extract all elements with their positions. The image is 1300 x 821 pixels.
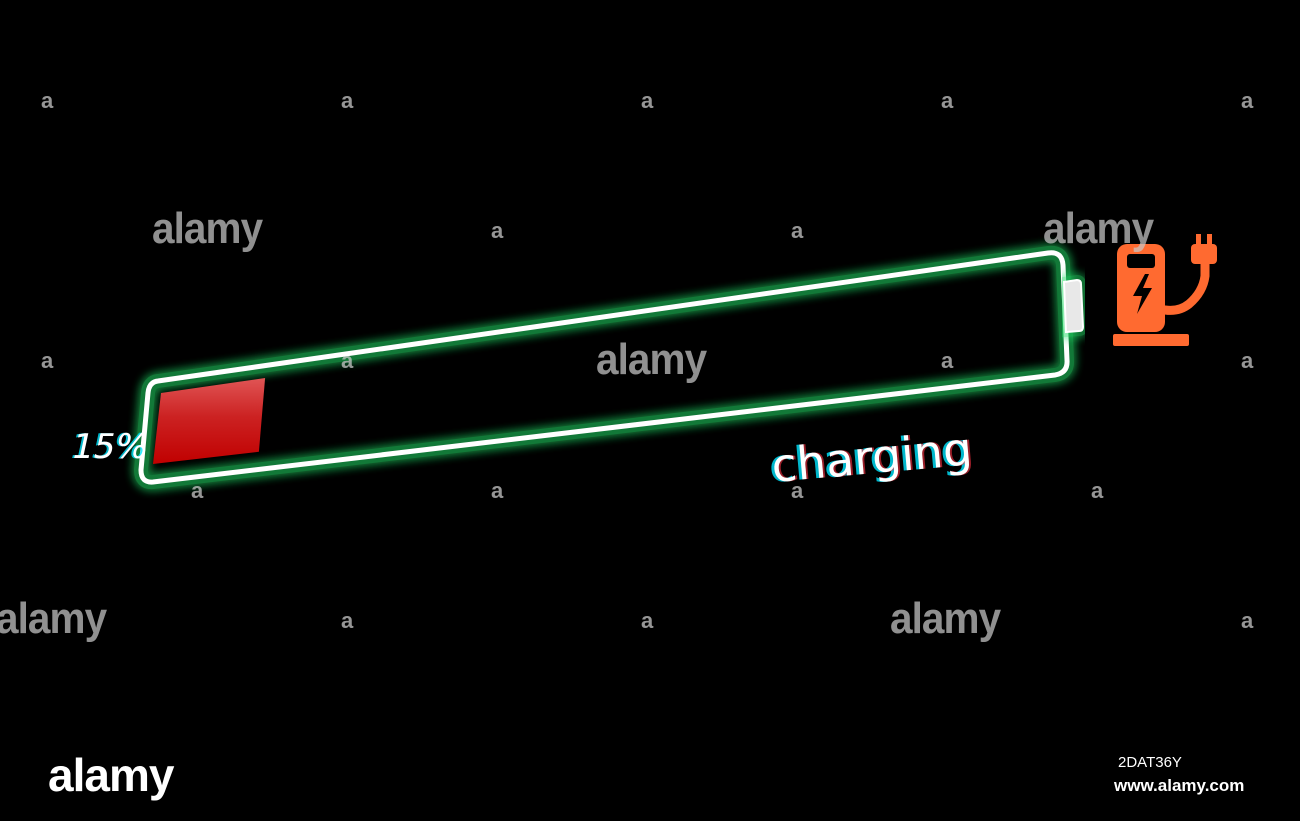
watermark-mark: a (341, 348, 354, 373)
watermark-alamy: alamy (1043, 204, 1154, 253)
watermark-mark: a (41, 88, 54, 113)
watermark-mark: a (491, 218, 504, 243)
watermark-mark: a (41, 348, 54, 373)
watermark-mark: a (341, 88, 354, 113)
watermark-mark: a (1241, 608, 1254, 633)
alamy-logo: alamy (48, 749, 174, 801)
watermark-mark: a (941, 348, 954, 373)
watermark-alamy: alamy (596, 335, 707, 384)
watermark-mark: a (1241, 348, 1254, 373)
stock-url: www.alamy.com (1114, 776, 1245, 795)
battery-outline (138, 250, 1070, 485)
watermark-mark: a (341, 608, 354, 633)
ev-charger-icon (1113, 234, 1217, 346)
watermark-mark: a (191, 478, 204, 503)
watermark-mark: a (1241, 88, 1254, 113)
watermark-alamy: alamy (890, 594, 1001, 643)
battery-charge-fill (153, 378, 266, 464)
watermark-mark: a (941, 88, 954, 113)
watermark-alamy: alamy (0, 594, 107, 643)
stock-image-id: 2DAT36Y (1118, 754, 1182, 771)
battery-tip-body (1062, 278, 1085, 334)
watermark-mark: a (641, 88, 654, 113)
watermark-alamy: alamy (152, 204, 263, 253)
watermark-mark: a (791, 218, 804, 243)
watermark-mark: a (641, 608, 654, 633)
watermark-mark: a (491, 478, 504, 503)
watermark-mark: a (791, 478, 804, 503)
watermark-mark: a (1091, 478, 1104, 503)
